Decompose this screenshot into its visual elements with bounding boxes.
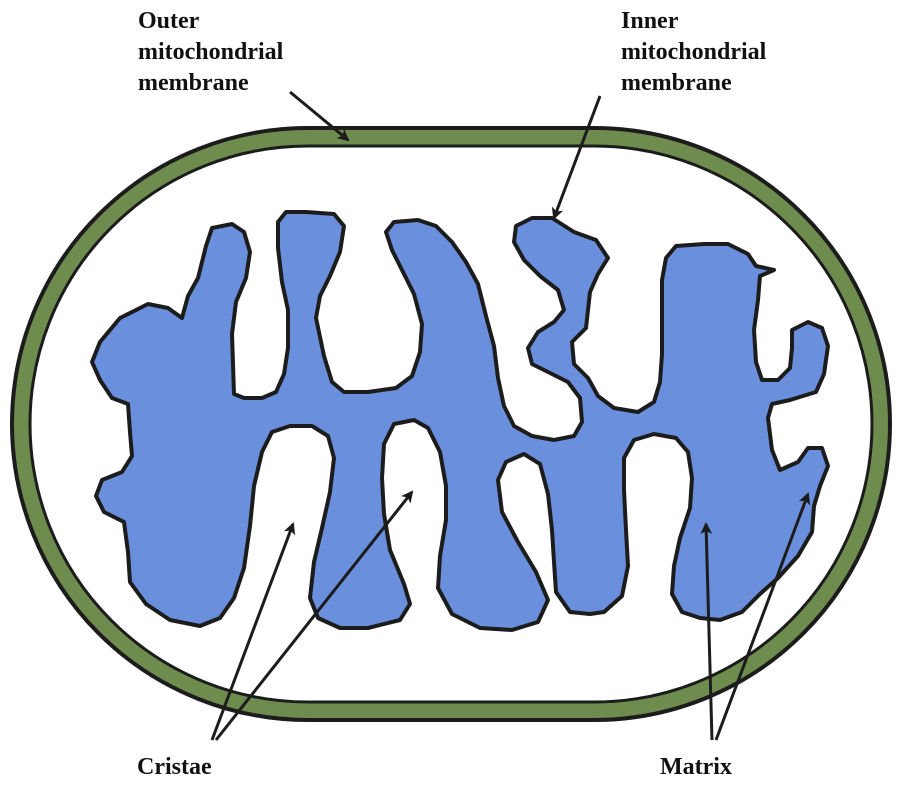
label-inner-line-2: mitochondrial [621,37,766,68]
label-outer-line-3: membrane [138,68,283,99]
label-outer-line-2: mitochondrial [138,37,283,68]
inner-membrane-matrix [92,212,828,630]
label-matrix: Matrix [660,752,732,783]
label-outer-mitochondrial-membrane: Outer mitochondrial membrane [138,6,283,99]
label-cristae: Cristae [137,752,212,783]
label-inner-line-3: membrane [621,68,766,99]
label-inner-mitochondrial-membrane: Inner mitochondrial membrane [621,6,766,99]
label-outer-line-1: Outer [138,6,283,37]
label-inner-line-1: Inner [621,6,766,37]
